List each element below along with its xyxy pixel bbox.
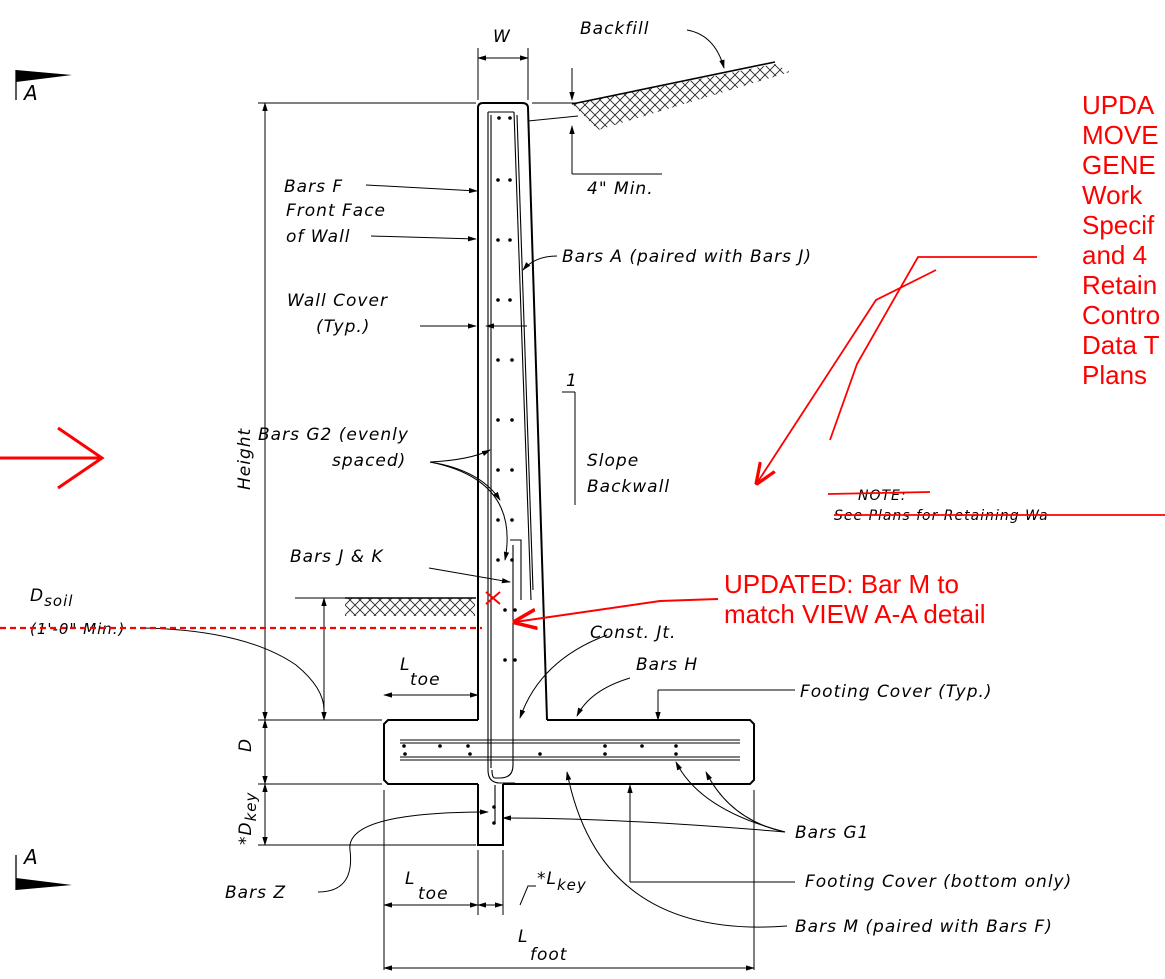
label-wall-cover-1: Wall Cover (287, 291, 388, 311)
svg-text:Retain: Retain (1082, 270, 1157, 300)
label-bars-a: Bars A (paired with Bars J) (562, 247, 812, 267)
svg-text:and 4: and 4 (1082, 240, 1147, 270)
svg-text:toe: toe (410, 670, 441, 690)
dim-l-foot: L (518, 927, 528, 947)
label-bars-g2-2: spaced) (332, 451, 406, 471)
label-const-jt: Const. Jt. (590, 623, 676, 643)
label-footing-cover-bottom: Footing Cover (bottom only) (805, 872, 1072, 892)
note-text: See Plans for Retaining Wa (834, 508, 1049, 524)
label-slope-1: Slope (587, 451, 639, 471)
section-mark-bottom: A (15, 845, 72, 890)
markup-updated-bar-m-2: match VIEW A-A detail (724, 599, 986, 629)
leader-lines (142, 29, 788, 928)
label-bars-g1: Bars G1 (795, 823, 869, 843)
dim-d: D (236, 738, 256, 752)
front-soil (345, 597, 476, 616)
note-title: NOTE: (858, 488, 907, 504)
dim-d-soil-min: (1'-0" Min.) (30, 620, 125, 638)
dim-height: Height (235, 427, 255, 490)
svg-text:Plans: Plans (1082, 360, 1147, 390)
svg-text:toe: toe (418, 884, 449, 904)
section-mark-top: A (15, 70, 72, 105)
label-slope-value: 1 (566, 371, 578, 391)
red-markups (0, 256, 1165, 628)
wall-outline (383, 102, 755, 846)
dim-d-soil: Dsoil (30, 586, 73, 610)
svg-text:Data T: Data T (1082, 330, 1160, 360)
label-front-face-2: of Wall (286, 227, 351, 247)
dim-d-key: *Dkey (236, 791, 260, 845)
label-bars-g2-1: Bars G2 (evenly (258, 425, 409, 445)
label-bars-h: Bars H (636, 655, 698, 675)
svg-text:GENE: GENE (1082, 150, 1156, 180)
label-footing-cover: Footing Cover (Typ.) (800, 682, 993, 702)
dimension-lines (258, 48, 795, 971)
svg-text:MOVE: MOVE (1082, 120, 1159, 150)
svg-text:A: A (22, 845, 39, 869)
svg-text:A: A (22, 81, 39, 105)
label-bars-m: Bars M (paired with Bars F) (795, 917, 1053, 937)
dim-w: W (493, 27, 511, 47)
rebar-dots (402, 116, 678, 825)
label-4in-min: 4" Min. (587, 179, 654, 199)
label-bars-f: Bars F (284, 177, 343, 197)
backfill-ground (571, 61, 790, 130)
svg-text:UPDA: UPDA (1082, 90, 1155, 120)
label-wall-cover-2: (Typ.) (316, 317, 370, 337)
label-bars-jk: Bars J & K (290, 547, 384, 567)
label-slope-2: Backwall (587, 477, 670, 497)
label-front-face-1: Front Face (286, 201, 386, 221)
markup-updated-bar-m-1: UPDATED: Bar M to (724, 569, 959, 599)
label-backfill: Backfill (580, 19, 649, 39)
svg-text:Work: Work (1082, 180, 1143, 210)
drawing-labels: W Backfill 4" Min. Bars F Front Face of … (30, 19, 1072, 965)
svg-text:Specif: Specif (1082, 210, 1155, 240)
dim-l-key: *Lkey (537, 869, 587, 894)
svg-text:Contro: Contro (1082, 300, 1160, 330)
svg-text:foot: foot (530, 945, 568, 965)
red-markup-text: UPDATED: Bar M to match VIEW A-A detail … (724, 90, 1160, 629)
label-bars-z: Bars Z (225, 883, 286, 903)
reinforcement-bars (400, 111, 740, 823)
dim-l-toe-top: L (400, 655, 410, 675)
dim-l-toe-bottom: L (405, 869, 415, 889)
